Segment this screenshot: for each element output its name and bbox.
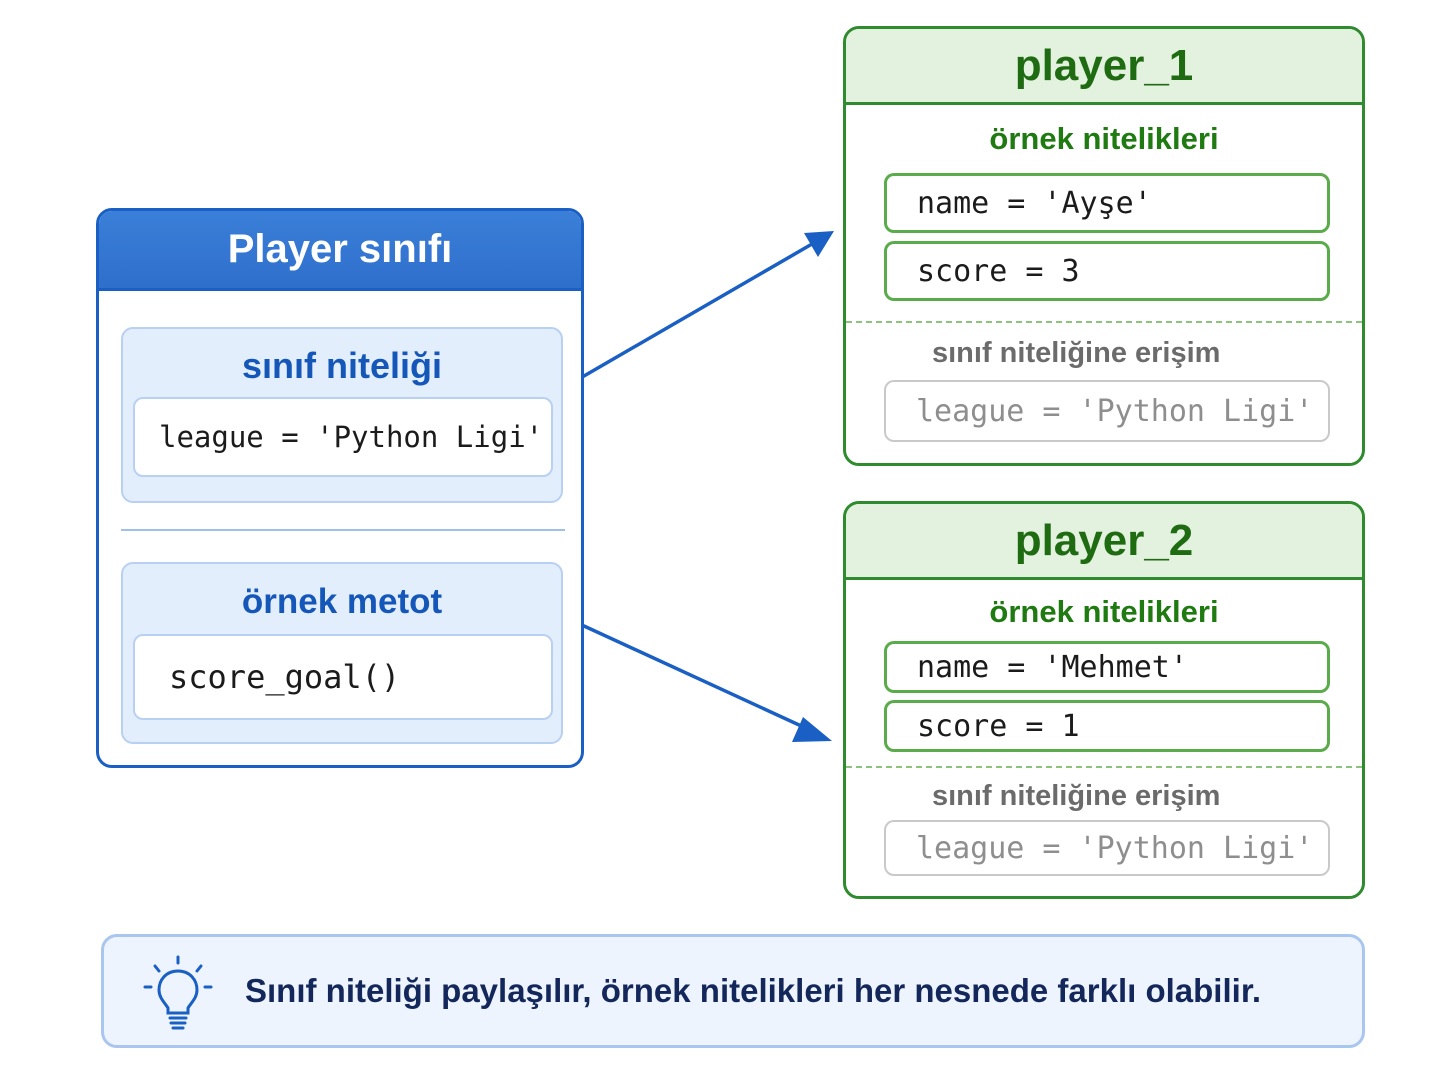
player-2-attributes-label: örnek nitelikleri <box>989 594 1219 629</box>
instance-method-section: örnek metot score_goal() <box>121 562 563 744</box>
player-1-title: player_1 <box>846 29 1362 105</box>
player-2-box: player_2 örnek nitelikleri name = 'Mehme… <box>843 501 1365 899</box>
player-1-box: player_1 örnek nitelikleri name = 'Ayşe'… <box>843 26 1365 466</box>
note-text: Sınıf niteliği paylaşılır, örnek nitelik… <box>245 972 1262 1009</box>
player-2-title: player_2 <box>846 504 1362 580</box>
info-note: Sınıf niteliği paylaşılır, örnek nitelik… <box>101 934 1365 1048</box>
player-2-dashed-divider <box>846 766 1362 768</box>
player-2-league-access-field: league = 'Python Ligi' <box>884 820 1330 876</box>
player-1-dashed-divider <box>846 321 1362 323</box>
arrow-to-player-2 <box>582 624 832 742</box>
score-goal-code-field: score_goal() <box>133 634 553 720</box>
league-code-field: league = 'Python Ligi' <box>133 397 553 477</box>
player-2-name-field: name = 'Mehmet' <box>884 641 1330 693</box>
class-attribute-label: sınıf niteliği <box>241 345 442 386</box>
player-1-name-field: name = 'Ayşe' <box>884 173 1330 233</box>
instance-method-label: örnek metot <box>241 582 443 621</box>
class-title: Player sınıfı <box>99 211 581 291</box>
player-1-access-label: sınıf niteliğine erişim <box>932 337 1221 369</box>
player-1-attributes-label: örnek nitelikleri <box>989 121 1219 156</box>
player-class-box: Player sınıfı sınıf niteliği league = 'P… <box>96 208 584 768</box>
player-1-league-access-field: league = 'Python Ligi' <box>884 380 1330 442</box>
class-attribute-section: sınıf niteliği league = 'Python Ligi' <box>121 327 563 503</box>
class-divider <box>121 529 565 531</box>
player-1-score-field: score = 3 <box>884 241 1330 301</box>
player-2-score-field: score = 1 <box>884 700 1330 752</box>
lightbulb-icon <box>143 955 213 1030</box>
player-2-access-label: sınıf niteliğine erişim <box>932 780 1221 812</box>
arrow-to-player-1 <box>582 231 834 378</box>
